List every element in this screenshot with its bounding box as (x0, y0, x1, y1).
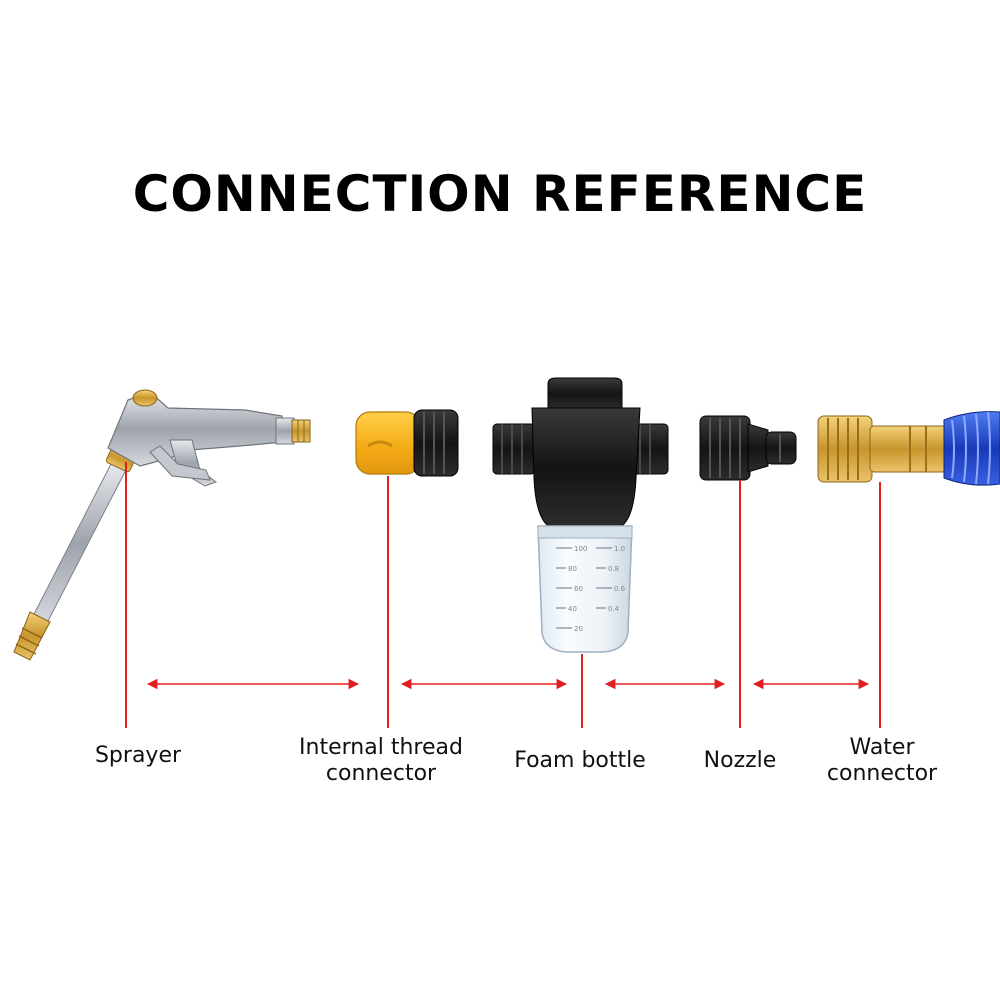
internal-thread-connector-label-line-2: connector (325, 761, 437, 786)
page-title: CONNECTION REFERENCE (132, 165, 868, 223)
water-connector-label-line-2: connector (826, 761, 938, 786)
water-connector-hose-icon (817, 411, 1000, 486)
bottle-scale-mark: 0.6 (614, 585, 626, 593)
internal-thread-connector-icon (355, 409, 459, 477)
bottle-scale-mark: 0.8 (608, 565, 619, 573)
bottle-scale-mark: 0.4 (608, 605, 620, 613)
sprayer-label: Sprayer (58, 743, 218, 769)
foam-bottle-label: Foam bottle (500, 748, 660, 774)
bottle-scale-mark: 100 (574, 545, 587, 553)
water-connector-label-line-1: Water (849, 735, 915, 760)
bottle-scale-mark: 1.0 (614, 545, 625, 553)
bottle-scale-mark: 40 (568, 605, 577, 613)
bottle-scale-mark: 80 (568, 565, 577, 573)
foam-bottle-icon: 100 80 60 40 20 1.0 0.8 0.6 0.4 (492, 377, 669, 653)
bottle-scale-mark: 20 (574, 625, 583, 633)
leader-lines (125, 462, 881, 728)
bottle-scale-mark: 60 (574, 585, 583, 593)
nozzle-label: Nozzle (680, 748, 800, 774)
internal-thread-connector-label: Internal thread connector (290, 735, 472, 787)
water-connector-label: Water connector (808, 735, 956, 787)
nozzle-icon (699, 415, 797, 481)
foam-bottle-label-line: Foam bottle (514, 748, 646, 773)
sprayer-gun-icon (13, 389, 311, 661)
internal-thread-connector-label-line-1: Internal thread (299, 735, 463, 760)
nozzle-label-line: Nozzle (703, 748, 777, 773)
sprayer-label-line: Sprayer (94, 743, 182, 768)
